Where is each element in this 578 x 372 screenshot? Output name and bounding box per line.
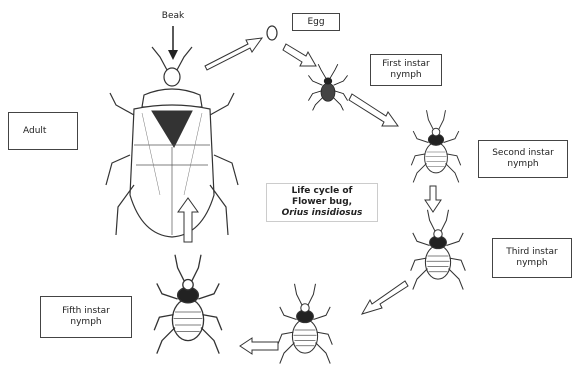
- adult-label-box: Adult: [8, 112, 78, 150]
- second-instar-label-line1: Second instar: [492, 148, 554, 159]
- arrow-third-to-fourth-instar: [362, 281, 408, 314]
- fifth-instar-nymph-drawing: [154, 255, 222, 354]
- title-line-2: Flower bug,: [267, 197, 377, 208]
- fifth-instar-label-line2: nymph: [70, 317, 101, 328]
- third-instar-nymph-drawing: [411, 210, 466, 290]
- first-instar-label-box: First instar nymph: [370, 54, 442, 86]
- second-instar-label-box: Second instar nymph: [478, 140, 568, 178]
- egg-label-box: Egg: [292, 13, 340, 31]
- beak-pointer-arrow: [168, 26, 178, 60]
- fourth-instar-nymph-drawing: [278, 284, 333, 364]
- adult-bug-drawing: [106, 47, 238, 237]
- beak-label: Beak: [150, 11, 196, 22]
- arrow-first-to-second-instar: [349, 94, 398, 126]
- first-instar-label-line2: nymph: [390, 70, 421, 81]
- third-instar-label-line2: nymph: [516, 258, 547, 269]
- title-species: Orius insidiosus: [267, 208, 377, 219]
- arrow-egg-to-first-instar: [283, 44, 316, 66]
- fifth-instar-label-box: Fifth instar nymph: [40, 296, 132, 338]
- arrow-fourth-to-fifth-instar: [240, 338, 278, 354]
- second-instar-nymph-drawing: [411, 110, 460, 182]
- first-instar-label-line1: First instar: [382, 59, 429, 70]
- arrow-second-to-third-instar: [425, 186, 441, 212]
- second-instar-label-line2: nymph: [507, 159, 538, 170]
- egg-label: Egg: [307, 17, 324, 28]
- fifth-instar-label-line1: Fifth instar: [62, 306, 110, 317]
- diagram-title: Life cycle of Flower bug, Orius insidios…: [266, 183, 378, 222]
- egg-drawing: [267, 26, 277, 40]
- first-instar-nymph-drawing: [308, 64, 347, 110]
- arrow-adult-to-egg: [205, 38, 262, 70]
- title-line-1: Life cycle of: [267, 186, 377, 197]
- third-instar-label-box: Third instar nymph: [492, 238, 572, 278]
- third-instar-label-line1: Third instar: [506, 247, 557, 258]
- adult-label: Adult: [23, 126, 46, 137]
